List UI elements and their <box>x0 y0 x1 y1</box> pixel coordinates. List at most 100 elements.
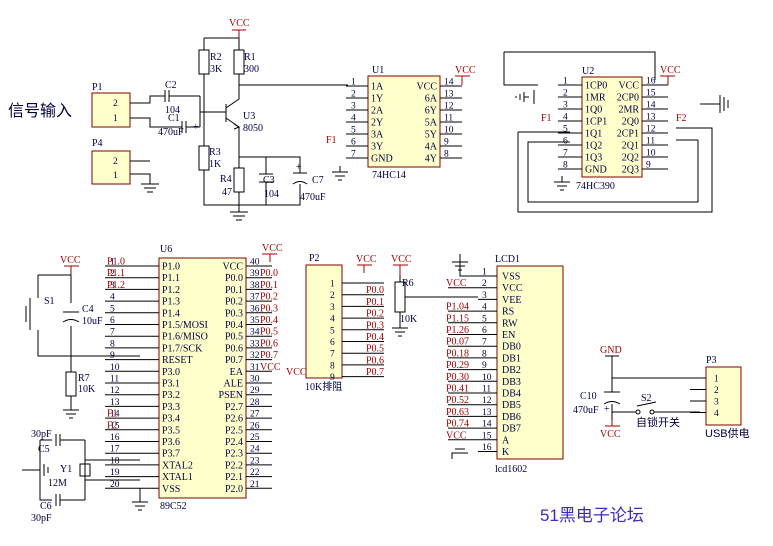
watermark: 51黑电子论坛 <box>540 506 644 525</box>
p2-vcc-label: VCC <box>356 254 377 265</box>
u6-left-pin-15: 15 <box>110 421 120 431</box>
lcd1-name-14: DB7 <box>502 424 521 435</box>
r4-resistor <box>233 167 245 193</box>
u1-vcc-symbol <box>455 75 470 85</box>
lcd1-name-10: DB3 <box>502 377 521 388</box>
r4-ref: R4 <box>220 174 232 185</box>
u6-part: 89C52 <box>160 501 187 512</box>
r6-value: 10K <box>400 314 418 325</box>
p4-ground-symbol <box>141 183 159 193</box>
u6-left-name-13: P3.3 <box>162 402 180 413</box>
c10-value: 470uF <box>573 405 599 416</box>
u6-right-name-33: P0.6 <box>225 343 243 354</box>
u6-right-pin-25: 25 <box>250 433 260 443</box>
u6-right-name-31: EA <box>230 367 244 378</box>
p3-ref: P3 <box>706 355 717 366</box>
lcd1-net-12: P0.52 <box>446 395 469 406</box>
lcd1-net-5: P1.15 <box>446 313 469 324</box>
emitter-wires <box>203 146 301 212</box>
c5-value: 30pF <box>31 429 52 440</box>
u2-ref: U2 <box>582 66 594 77</box>
r6-vcc-symbol <box>393 264 408 275</box>
u6-right-name-27: P2.6 <box>225 414 243 425</box>
lcd1-net-4: P1.04 <box>446 302 469 313</box>
u6-right-pin-24: 24 <box>250 445 260 455</box>
lcd1-net-11: P0.41 <box>446 384 469 395</box>
u1-right-name-10: 5Y <box>425 130 437 141</box>
u2-vcc-label: VCC <box>660 65 681 76</box>
u2-left-name-5: 1Q1 <box>585 129 602 140</box>
c1-ref: C1 <box>168 113 180 124</box>
u1-left-name-6: 3Y <box>371 142 383 153</box>
c4-capacitor <box>62 311 80 323</box>
u6-right-name-38: P0.1 <box>225 285 243 296</box>
lcd1-pin-6: 6 <box>482 326 487 336</box>
c2-value: 104 <box>165 105 180 116</box>
u2-left-name-6: 1Q2 <box>585 141 602 152</box>
r7-value: 10K <box>78 384 96 395</box>
u1-left-pin-2: 2 <box>351 90 356 100</box>
r6-ref: R6 <box>402 278 414 289</box>
lcd1-net-7: P0.07 <box>446 337 469 348</box>
u6-right-pin-32: 32 <box>250 351 260 361</box>
u6-left-pin-20: 20 <box>110 480 120 490</box>
power-vcc-label: VCC <box>600 429 621 440</box>
p3-usb-connector <box>705 366 742 426</box>
u1-right-pin-9: 9 <box>444 138 449 148</box>
u6-left-net-3: P1.2 <box>107 280 125 291</box>
lcd1-pin-2: 2 <box>482 279 487 289</box>
u2-f1-label: F1 <box>541 113 552 124</box>
lcd1-name-16: K <box>502 447 510 458</box>
u2-right-pin-15: 15 <box>646 89 656 99</box>
r6-vcc-label: VCC <box>391 254 412 265</box>
u6-right-net-33: P0.6 <box>260 338 278 349</box>
lcd1-module <box>496 265 564 460</box>
p3-pin-1: 1 <box>714 375 719 385</box>
u6-right-name-37: P0.2 <box>225 297 243 308</box>
y1-crystal <box>79 463 91 477</box>
y1-value: 12M <box>48 478 67 489</box>
u2-left-pin-2: 2 <box>563 89 568 99</box>
u6-right-net-36: P0.3 <box>260 303 278 314</box>
u1-vcc-label: VCC <box>455 65 476 76</box>
u6-right-pin-21: 21 <box>250 480 260 490</box>
p1-wires <box>130 95 165 128</box>
u6-right-name-29: PSEN <box>219 390 243 401</box>
u6-right-pin-38: 38 <box>250 281 260 291</box>
u6-ground-symbol <box>132 488 148 511</box>
u2-right-pin-14: 14 <box>646 101 656 111</box>
lcd1-net-10: P0.30 <box>446 372 469 383</box>
u6-left-pin-7: 7 <box>110 328 115 338</box>
p4-connector <box>91 150 131 185</box>
p2-pin-6: 6 <box>330 338 335 348</box>
u6-right-pin-40: 40 <box>250 258 260 268</box>
lcd1-pin-4: 4 <box>482 303 487 313</box>
u1-right-name-12: 6Y <box>425 106 437 117</box>
u2-right-pin-16: 16 <box>646 77 656 87</box>
u1-left-name-5: 3A <box>371 130 384 141</box>
lcd1-net-6: P1.26 <box>446 325 469 336</box>
u1-f1-label: F1 <box>326 135 337 146</box>
lcd1-name-2: VCC <box>502 283 523 294</box>
lcd1-pin-16: 16 <box>482 443 492 453</box>
u1-left-name-2: 1Y <box>371 94 383 105</box>
c1-capacitor <box>165 121 200 133</box>
p1-pin-2: 2 <box>113 99 118 109</box>
u6-right-net-35: P0.4 <box>260 315 278 326</box>
vcc-symbol-top <box>232 29 246 38</box>
s2-contact-left <box>635 409 641 415</box>
u2-f2-label: F2 <box>676 113 687 124</box>
lcd1-name-9: DB2 <box>502 365 521 376</box>
u6-right-net-38: P0.1 <box>260 280 278 291</box>
u2-loop-wire-top <box>503 51 656 86</box>
p2-pin-7: 7 <box>330 350 335 360</box>
u6-left-name-14: P3.4 <box>162 414 180 425</box>
u2-right-name-15: 2CP0 <box>617 93 639 104</box>
u1-ref: U1 <box>372 65 384 76</box>
lcd1-pin-1: 1 <box>482 268 487 278</box>
c6-value: 30pF <box>31 513 52 524</box>
s1-ref: S1 <box>44 296 55 307</box>
u6-left-pin-10: 10 <box>110 363 120 373</box>
